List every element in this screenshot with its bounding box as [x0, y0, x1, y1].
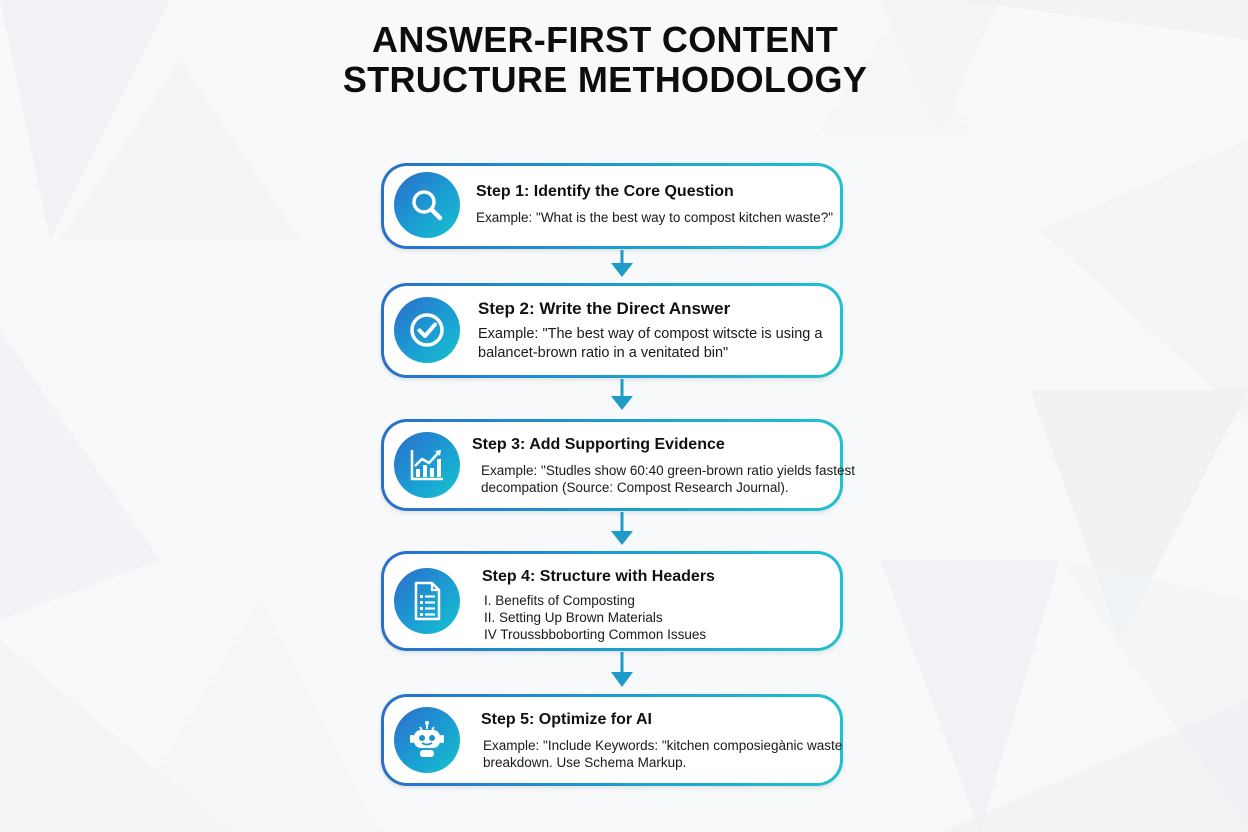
title-line-1: ANSWER-FIRST CONTENT: [372, 19, 838, 60]
step-3-line-2: decompation (Source: Compost Research Jo…: [481, 480, 789, 495]
step-2-line-1: Example: "The best way of compost witsct…: [478, 326, 823, 342]
magnifier-icon: [394, 172, 460, 238]
step-4-title: Step 4: Structure with Headers: [482, 568, 715, 585]
arrow-down-icon: [611, 652, 633, 687]
step-5-example: Example: "Include Keywords: "kitchen com…: [483, 737, 842, 771]
step-3-line-1: Example: "Studles show 60:40 green-brown…: [481, 463, 855, 478]
step-3-card: Step 3: Add Supporting Evidence Example:…: [381, 419, 855, 511]
step-4-header-list: I. Benefits of Composting II. Setting Up…: [484, 592, 706, 643]
step-5-title: Step 5: Optimize for AI: [481, 711, 652, 728]
page-title: ANSWER-FIRST CONTENT STRUCTURE METHODOLO…: [300, 20, 910, 100]
step-1-line-1: Example: "What is the best way to compos…: [476, 210, 833, 225]
step-4-card: Step 4: Structure with Headers I. Benefi…: [381, 551, 843, 651]
step-2-line-2: balancet-brown ratio in a venitated bin": [478, 345, 729, 361]
step-2-card: Step 2: Write the Direct Answer Example:…: [381, 283, 843, 378]
step-4-line-1: I. Benefits of Composting: [484, 593, 635, 608]
step-3-example: Example: "Studles show 60:40 green-brown…: [481, 462, 855, 496]
checkmark-icon: [394, 297, 460, 363]
step-5-line-2: breakdown. Use Schema Markup.: [483, 755, 687, 770]
step-1-example: Example: "What is the best way to compos…: [476, 209, 833, 226]
step-4-line-2: II. Setting Up Brown Materials: [484, 610, 663, 625]
arrow-down-icon: [611, 512, 633, 545]
growth-chart-icon: [394, 432, 460, 498]
step-3-title: Step 3: Add Supporting Evidence: [472, 436, 725, 453]
step-4-line-3: IV Troussbboborting Common Issues: [484, 627, 707, 642]
arrow-down-icon: [611, 379, 633, 410]
document-icon: [394, 568, 460, 634]
step-1-card: Step 1: Identify the Core Question Examp…: [381, 163, 843, 249]
step-5-line-1: Example: "Include Keywords: "kitchen com…: [483, 738, 843, 753]
robot-icon: [394, 707, 460, 773]
step-2-title: Step 2: Write the Direct Answer: [478, 299, 731, 318]
step-1-title: Step 1: Identify the Core Question: [476, 183, 734, 200]
step-2-example: Example: "The best way of compost witsct…: [478, 325, 822, 363]
step-5-card: Step 5: Optimize for AI Example: "Includ…: [381, 694, 843, 786]
arrow-down-icon: [611, 250, 633, 277]
title-line-2: STRUCTURE METHODOLOGY: [342, 59, 868, 100]
